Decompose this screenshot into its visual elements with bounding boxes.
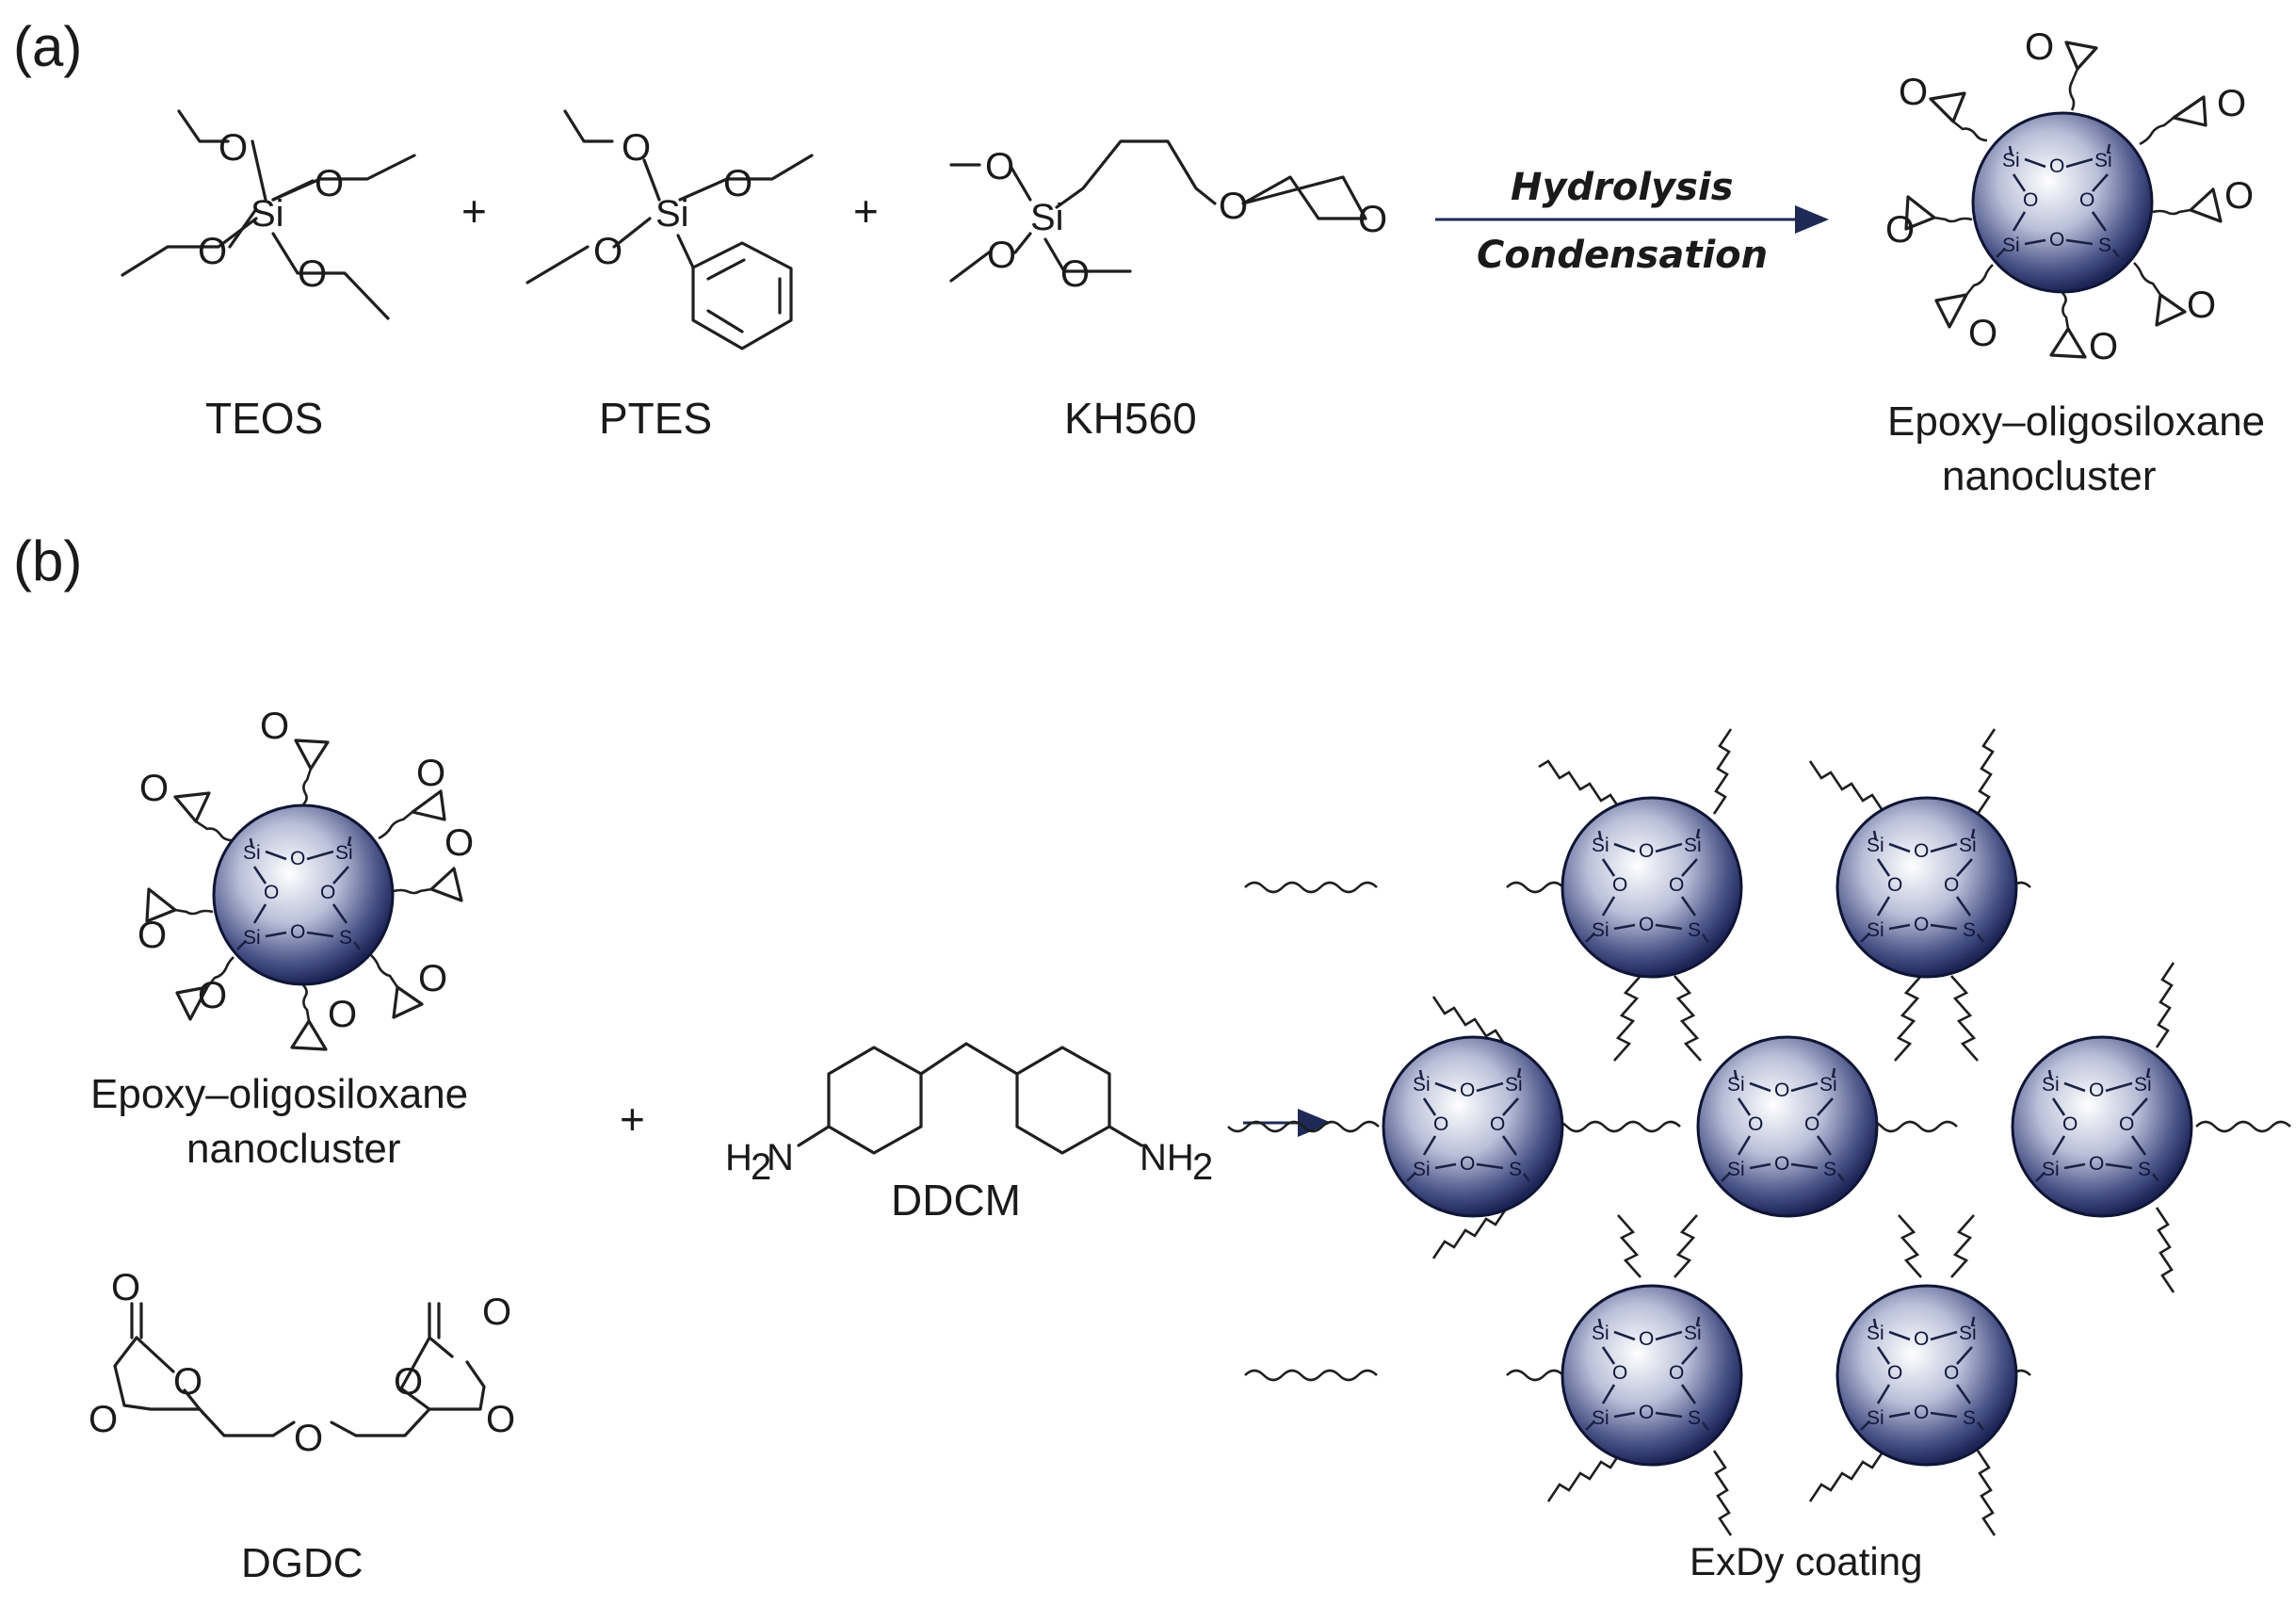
exdy-label: ExDy coating xyxy=(1690,1539,1922,1583)
ddcm-nh2-sub: 2 xyxy=(1192,1146,1213,1188)
ddcm-label: DDCM xyxy=(891,1176,1021,1225)
cluster-node-1 xyxy=(1562,798,1741,977)
kh560-o2: O xyxy=(1219,186,1248,227)
kh560-o-epoxide: O xyxy=(1358,199,1387,240)
teos-o4: O xyxy=(298,253,327,295)
ptes-o1: O xyxy=(622,127,651,169)
dgdc-o2: O xyxy=(173,1361,202,1403)
epox-o-b7: O xyxy=(418,958,447,999)
epox-o-a7: O xyxy=(2187,284,2216,326)
epox-o-a5: O xyxy=(2224,175,2254,217)
panel-b-label: (b) xyxy=(13,529,82,592)
cluster-node-2 xyxy=(1837,798,2016,977)
epox-o-b1: O xyxy=(260,706,289,747)
epoxide-groups-a: O O O O O O O O xyxy=(1885,26,2254,367)
epox-o-a8: O xyxy=(2089,326,2118,367)
epox-o-a4: O xyxy=(1885,209,1915,251)
dgdc-o6: O xyxy=(486,1399,515,1440)
epox-o-b8: O xyxy=(328,994,357,1035)
kh560-si: Si xyxy=(1030,197,1064,238)
plus-sign-1: + xyxy=(461,187,487,235)
dgdc-o3: O xyxy=(89,1399,118,1440)
arrow-label-hydrolysis: Hydrolysis xyxy=(1511,166,1734,209)
panel-a-label: (a) xyxy=(13,15,82,78)
cluster-node-6 xyxy=(1562,1286,1741,1465)
teos-label: TEOS xyxy=(205,394,323,443)
epox-o-a1: O xyxy=(2025,26,2054,68)
dgdc-o7: O xyxy=(482,1291,511,1333)
teos-o2: O xyxy=(315,163,344,204)
epoxide-groups-b: O O O O O O O O xyxy=(137,706,474,1051)
cluster-node-3 xyxy=(1383,1037,1562,1216)
plus-sign-b: + xyxy=(620,1095,645,1144)
exdy-network xyxy=(1227,728,2291,1536)
teos-structure: O Si O O O xyxy=(121,109,416,320)
epox-o-a6: O xyxy=(1968,313,1997,354)
kh560-o3: O xyxy=(987,235,1016,276)
epox-o-b3: O xyxy=(416,753,445,794)
kh560-label: KH560 xyxy=(1064,394,1197,443)
ptes-o3: O xyxy=(593,231,623,272)
teos-o3: O xyxy=(198,231,227,272)
ptes-structure: O Si O O xyxy=(525,109,814,350)
dgdc-structure: O O O O O O O xyxy=(89,1267,515,1459)
ddcm-h2n-sub: 2 xyxy=(751,1146,771,1188)
ddcm-h2n-n: N xyxy=(767,1137,794,1178)
nanocluster-b: O O O O O O O O xyxy=(137,706,474,1051)
arrow-label-condensation: Condensation xyxy=(1477,234,1768,277)
product-a-line2: nanocluster xyxy=(1942,453,2156,499)
dgdc-o4: O xyxy=(294,1418,323,1459)
epox-o-b6: O xyxy=(198,975,227,1016)
nanocluster-product-a: O O O O O O O O xyxy=(1885,26,2254,367)
dgdc-label: DGDC xyxy=(241,1540,364,1586)
epox-o-a2: O xyxy=(1899,72,1928,113)
ptes-si: Si xyxy=(655,193,689,235)
network-clusters xyxy=(1383,798,2191,1465)
nanocluster-b-line1: Epoxy–oligosiloxane xyxy=(90,1071,468,1117)
teos-si: Si xyxy=(251,193,284,235)
kh560-o4: O xyxy=(1060,253,1090,295)
cluster-node-5 xyxy=(2013,1037,2191,1216)
dgdc-o5: O xyxy=(394,1361,423,1403)
cluster-node-7 xyxy=(1837,1286,2016,1465)
ptes-o2: O xyxy=(723,163,752,204)
ddcm-h2n-h: H xyxy=(725,1137,752,1178)
kh560-o1: O xyxy=(985,146,1014,187)
product-a-line1: Epoxy–oligosiloxane xyxy=(1887,398,2265,445)
ptes-label: PTES xyxy=(599,394,712,443)
teos-o1: O xyxy=(218,127,248,169)
epox-o-b5: O xyxy=(445,822,474,864)
cluster-node-4 xyxy=(1698,1037,1877,1216)
epox-o-b4: O xyxy=(137,915,167,956)
nanocluster-b-line2: nanocluster xyxy=(186,1126,400,1172)
ddcm-structure xyxy=(797,1042,1143,1155)
dgdc-o1: O xyxy=(111,1267,140,1308)
epox-o-a3: O xyxy=(2217,83,2246,124)
plus-sign-2: + xyxy=(853,187,879,235)
ddcm-nh2-nh: NH xyxy=(1140,1137,1194,1178)
epox-o-b2: O xyxy=(139,768,169,809)
kh560-structure: O Si O O O O xyxy=(949,139,1387,295)
